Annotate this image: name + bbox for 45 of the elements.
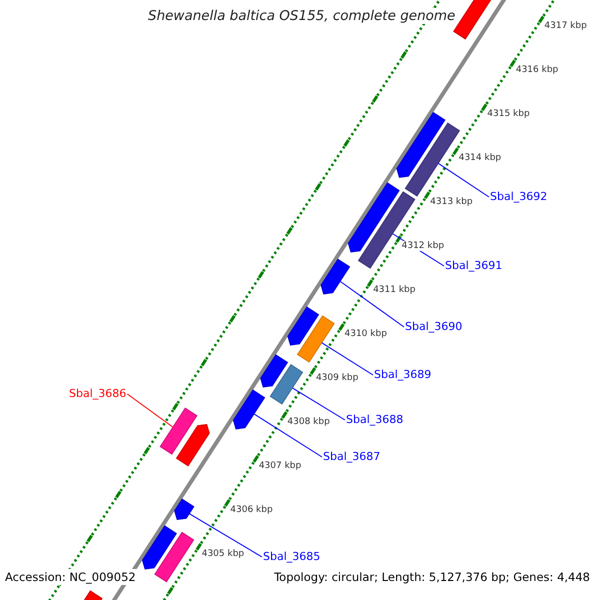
gene-feature: [348, 182, 400, 252]
leader-line: [254, 414, 322, 458]
tick-label: 4310 kbp: [344, 329, 388, 340]
gene-feature: [270, 364, 304, 405]
tick-label: 4307 kbp: [258, 460, 302, 471]
gene-feature: [396, 112, 446, 178]
tick-label: 4316 kbp: [514, 65, 560, 76]
leader-line: [321, 342, 374, 376]
gene-feature: [296, 315, 335, 363]
gene-label: Sbal_3692: [490, 190, 548, 204]
tick-label: 4317 kbp: [543, 21, 588, 32]
tick-label: 4309 kbp: [314, 373, 360, 384]
gene-label: Sbal_3687: [323, 450, 380, 464]
gene-feature: [260, 354, 288, 388]
gene-feature: [232, 389, 266, 430]
tick-label: 4308 kbp: [286, 417, 331, 427]
leader-line: [189, 513, 262, 558]
leader-line: [438, 162, 490, 198]
gene-feature: [287, 306, 320, 346]
leader-line: [340, 280, 404, 328]
leader-line: [292, 388, 346, 420]
tick-label: 4313 kbp: [429, 197, 474, 208]
gene-label: Sbal_3691: [445, 259, 502, 273]
gene-label: Sbal_3686: [69, 387, 126, 401]
gene-feature: [320, 258, 350, 294]
leader-line: [126, 394, 174, 428]
tick-label: 4312 kbp: [400, 241, 446, 252]
gene-label: Sbal_3685: [263, 550, 320, 564]
gene-feature: [404, 122, 460, 197]
footer-text: Accession: NC_009052: [3, 569, 138, 585]
gene-feature: [174, 498, 194, 520]
tick-label: 4311 kbp: [372, 285, 416, 296]
gene-feature: [160, 407, 198, 455]
tick-label: 4306 kbp: [229, 504, 274, 515]
gene-label: Sbal_3690: [405, 320, 462, 334]
title: Shewanella baltica OS155, complete genome: [146, 8, 458, 24]
tick-label: 4315 kbp: [486, 109, 531, 120]
gene-label: Sbal_3688: [346, 413, 404, 427]
gene-feature: [176, 424, 210, 466]
gene-label: Sbal_3689: [374, 368, 432, 382]
gene-feature: [154, 532, 194, 582]
footer-text: Topology: circular; Length: 5,127,376 bp; Genes: 4,448: [272, 569, 592, 585]
tick-label: 4305 kbp: [200, 548, 246, 559]
tick-label: 4314 kbp: [458, 153, 502, 164]
gene-feature: [142, 525, 177, 570]
